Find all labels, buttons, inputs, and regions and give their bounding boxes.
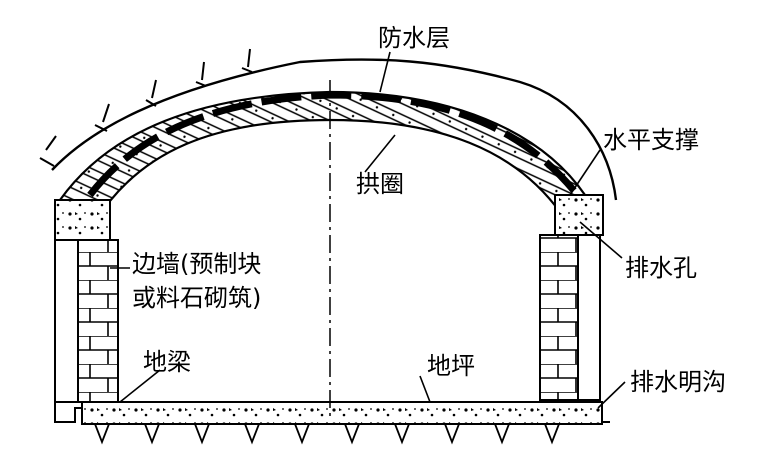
label-ground-slab: 地坪 xyxy=(427,352,475,380)
label-arch-ring: 拱圈 xyxy=(356,170,404,198)
label-waterproof-layer: 防水层 xyxy=(378,24,450,52)
label-side-wall-1: 边墙(预制块 xyxy=(132,250,261,278)
label-horizontal-brace: 水平支撑 xyxy=(603,126,699,154)
leader-lines xyxy=(110,51,626,409)
right-wall xyxy=(539,194,610,423)
label-side-wall-2: 或料石砌筑) xyxy=(132,284,261,312)
earth-cover xyxy=(39,48,618,201)
left-wall xyxy=(54,199,119,423)
label-drain-ditch: 排水明沟 xyxy=(630,368,726,396)
label-drain-hole: 排水孔 xyxy=(625,254,697,282)
ground-slab xyxy=(81,401,603,445)
label-ground-beam: 地梁 xyxy=(143,348,191,376)
